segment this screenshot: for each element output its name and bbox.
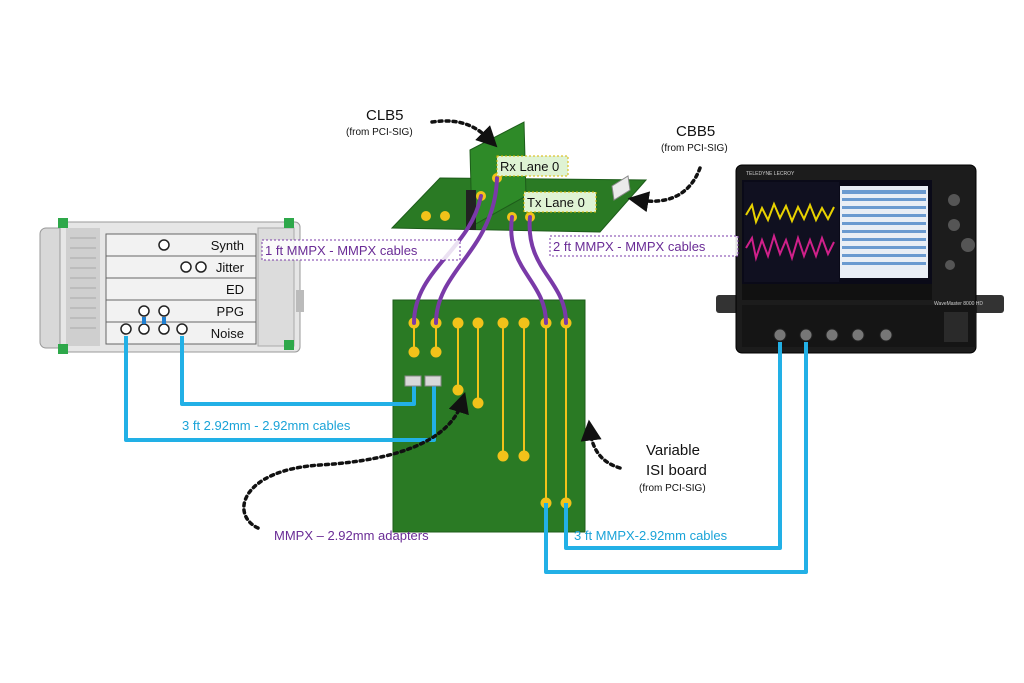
bert-instrument: Synth Jitter ED PPG Noise bbox=[39, 218, 304, 354]
clb5-label: CLB5 bbox=[366, 107, 404, 124]
isi-label-line1: Variable bbox=[646, 442, 700, 459]
adapters bbox=[404, 375, 442, 387]
adapter-arrow bbox=[242, 391, 469, 530]
cbb5-label: CBB5 bbox=[676, 123, 715, 140]
isi-label-line2: ISI board bbox=[646, 462, 707, 479]
scope-brand: TELEDYNE LECROY bbox=[746, 171, 795, 177]
cable-292-label: 3 ft 2.92mm - 2.92mm cables bbox=[182, 418, 351, 433]
slot-synth: Synth bbox=[211, 238, 244, 253]
slot-ppg: PPG bbox=[217, 304, 244, 319]
adapters-label: MMPX – 2.92mm adapters bbox=[274, 528, 429, 543]
clb5-source: (from PCI-SIG) bbox=[346, 127, 413, 138]
isi-arrow bbox=[580, 419, 622, 470]
coax-292-cables bbox=[124, 336, 808, 574]
clb5-arrow bbox=[430, 119, 498, 148]
slot-noise: Noise bbox=[211, 326, 244, 341]
oscilloscope: TELEDYNE LECROY WaveMaster 8000 HD bbox=[716, 164, 1004, 354]
cbb5-source: (from PCI-SIG) bbox=[661, 143, 728, 154]
scope-model: WaveMaster 8000 HD bbox=[934, 301, 983, 307]
mmpx-2ft-label: 2 ft MMPX - MMPX cables bbox=[553, 239, 706, 254]
cbb5-board bbox=[390, 175, 648, 233]
rx-lane-label: Rx Lane 0 bbox=[500, 159, 559, 174]
mmpx-292-cable-label: 3 ft MMPX-2.92mm cables bbox=[574, 528, 728, 543]
cbb5-arrow bbox=[627, 166, 702, 213]
isi-source: (from PCI-SIG) bbox=[639, 483, 706, 494]
mmpx-1ft-label: 1 ft MMPX - MMPX cables bbox=[265, 243, 418, 258]
tx-lane-label: Tx Lane 0 bbox=[527, 195, 585, 210]
slot-ed: ED bbox=[226, 282, 244, 297]
slot-jitter: Jitter bbox=[216, 260, 245, 275]
isi-board bbox=[392, 299, 586, 533]
